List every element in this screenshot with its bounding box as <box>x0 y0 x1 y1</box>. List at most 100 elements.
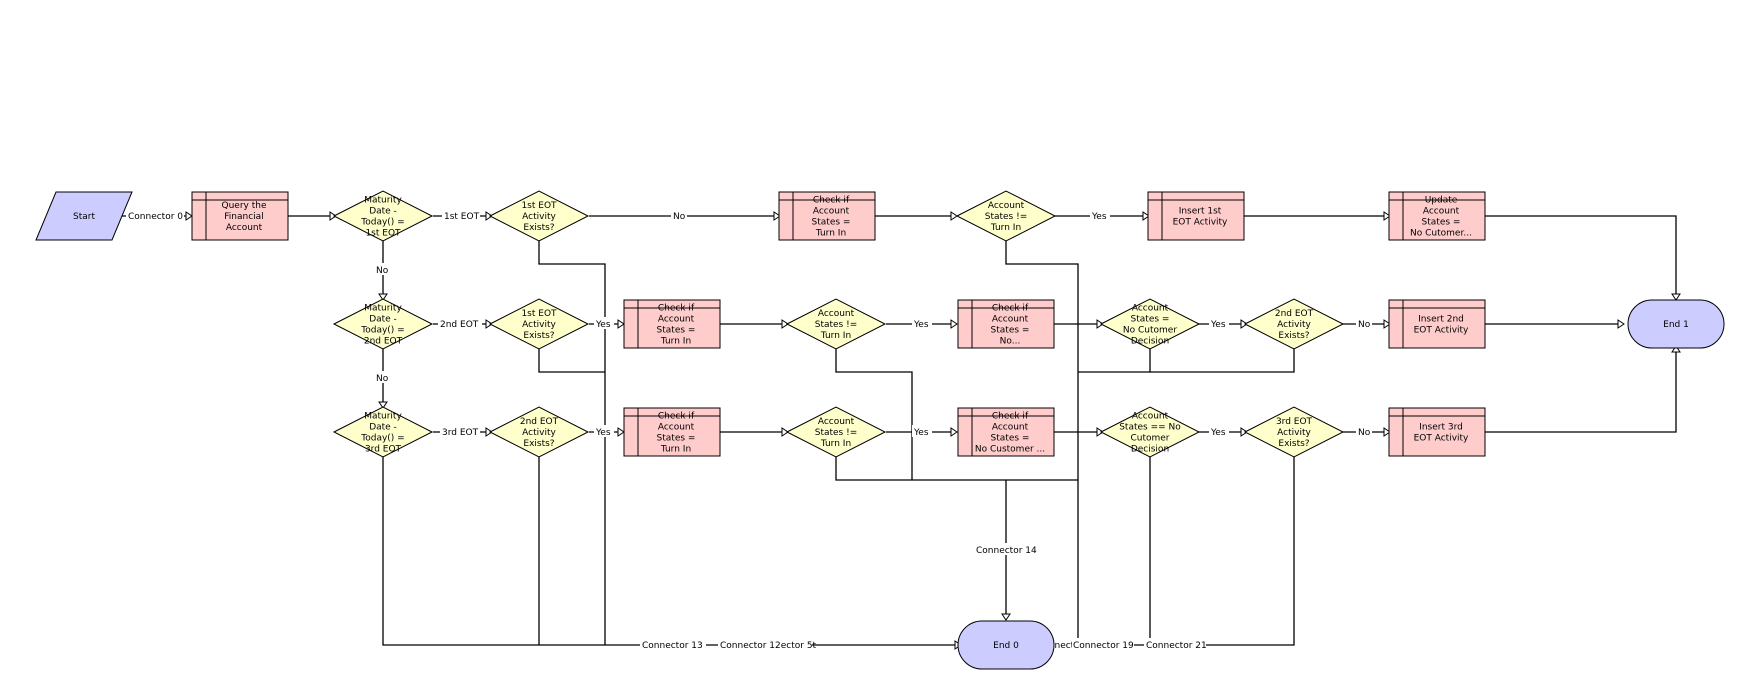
i3-text-line: EOT Activity <box>1414 434 1469 444</box>
e2-text-line: 1st EOT <box>521 309 557 319</box>
u1-text-line: Account <box>1423 207 1460 217</box>
wire-a3-end0 <box>835 457 1078 481</box>
wire-e2-end0 <box>538 349 605 373</box>
arrow-a2 <box>781 319 789 329</box>
decision-diamond <box>332 406 434 458</box>
wire-s2-end0 <box>1078 349 1151 373</box>
decision-diamond <box>332 298 434 350</box>
arrow-end1-left <box>1617 319 1625 329</box>
x2-text-line: Exists? <box>1278 331 1309 341</box>
i3-text-line: Insert 3rd <box>1419 423 1463 433</box>
terminal-end1[interactable]: End 1 <box>1627 299 1725 349</box>
x2-text-line: Activity <box>1277 320 1311 330</box>
connect-label: Connect <box>1037 641 1075 651</box>
end1-label: End 1 <box>1663 320 1689 330</box>
c2-text-line: States = <box>657 326 696 336</box>
c1-text-line: Turn In <box>815 229 846 239</box>
c3-text-line: Account <box>658 423 695 433</box>
a2-text-line: States != <box>815 320 858 330</box>
no-d2-label: No <box>376 374 389 384</box>
n3-text-line: Check if <box>992 412 1029 422</box>
s2-text-line: Decision <box>1131 337 1169 347</box>
arrow-u1 <box>1383 211 1391 221</box>
no-x3-label: No <box>1358 428 1371 438</box>
yes-s3-label: Yes <box>1210 428 1226 438</box>
x2-text-line: 2nd EOT <box>1275 309 1314 319</box>
n2-text-line: No... <box>1000 337 1021 347</box>
query-text-line: Query the <box>222 201 267 211</box>
a3-text-line: Turn In <box>820 439 851 449</box>
terminal-end0[interactable]: End 0 <box>957 620 1055 670</box>
second-eot-label: 2nd EOT <box>440 320 479 330</box>
decision-diamond <box>488 190 590 242</box>
c3-text-line: States = <box>657 434 696 444</box>
wire-i3-end1 <box>1485 346 1677 433</box>
s2-text-line: States = <box>1131 315 1170 325</box>
d3-text-line: 3rd EOT <box>365 445 402 455</box>
n2-text-line: Check if <box>992 304 1029 314</box>
e2-text-line: Exists? <box>523 331 554 341</box>
wire-x3-end0 <box>1056 457 1295 646</box>
n2-text-line: Account <box>992 315 1029 325</box>
start-node[interactable]: Start <box>35 191 133 241</box>
arrow-end0-top <box>1001 613 1011 621</box>
connector-labels: Connector 0 1st EOT 2nd EOT 3rd EOT No N… <box>126 209 1372 651</box>
d1-text-line: Maturity <box>364 196 402 206</box>
arrow-end1-bottom <box>1671 345 1681 353</box>
c1-text-line: States = <box>812 218 851 228</box>
wire-e1-end0 <box>538 241 606 645</box>
s3-text-line: Account <box>1132 412 1169 422</box>
query-text-line: Account <box>226 223 263 233</box>
a3-text-line: States != <box>815 428 858 438</box>
connector13-label: Connector 13 <box>642 641 703 651</box>
c3-text-line: Turn In <box>660 445 691 455</box>
n3-text-line: Account <box>992 423 1029 433</box>
a2-text-line: Turn In <box>820 331 851 341</box>
connector12-label: Connector 12ector 5t <box>720 641 817 651</box>
i1-text-line: Insert 1st <box>1179 207 1222 217</box>
arrow-query <box>185 211 193 221</box>
decision-diamond <box>488 298 590 350</box>
decision-diamond <box>332 190 434 242</box>
u1-text-line: No Cutomer... <box>1410 229 1472 239</box>
i2-text-line: Insert 2nd <box>1418 315 1464 325</box>
s2-text-line: Account <box>1132 304 1169 314</box>
no-d1-label: No <box>376 266 389 276</box>
yes-e2-label: Yes <box>595 320 611 330</box>
arrow-n3 <box>950 427 958 437</box>
e1-text-line: Activity <box>522 212 556 222</box>
decision-diamond <box>785 406 887 458</box>
d1-text-line: Date - <box>369 207 397 217</box>
arrow-i3 <box>1383 427 1391 437</box>
connector19-label: Connector 19 <box>1073 641 1134 651</box>
end0-label: End 0 <box>993 641 1019 651</box>
connector14-label: Connector 14 <box>976 546 1037 556</box>
a2-text-line: Account <box>818 309 855 319</box>
wire-d3-end0 <box>382 457 959 646</box>
third-eot-label: 3rd EOT <box>442 428 479 438</box>
